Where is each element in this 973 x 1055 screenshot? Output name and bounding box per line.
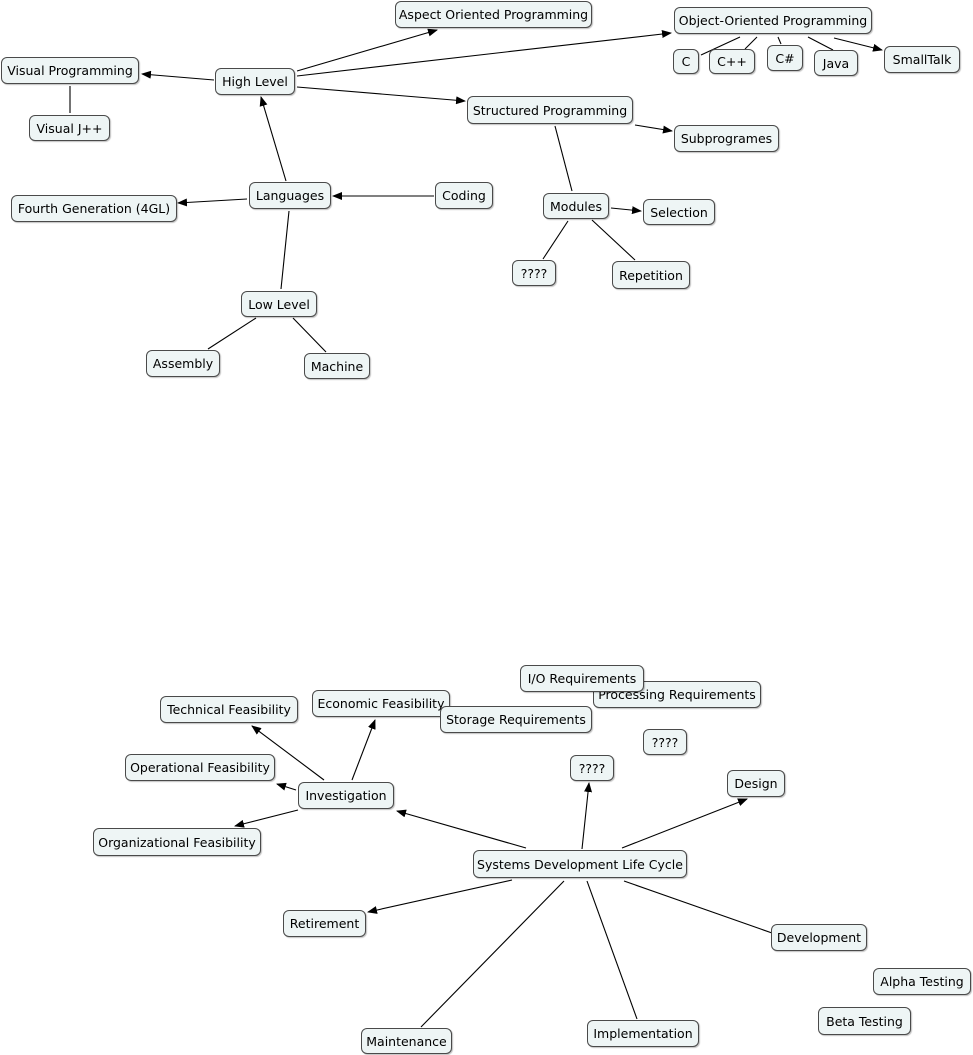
node-subprogrames[interactable]: Subprogrames [674, 125, 779, 152]
edge-sdlc-to-implementation [586, 880, 638, 1020]
edge-investigation-to-technical [251, 725, 325, 781]
node-object-oriented-programming[interactable]: Object-Oriented Programming [674, 7, 872, 34]
edge-lowlevel-to-assembly [207, 317, 257, 350]
node-coding[interactable]: Coding [435, 182, 493, 209]
node-fourth-generation-4gl[interactable]: Fourth Generation (4GL) [11, 195, 177, 222]
node-technical-feasibility[interactable]: Technical Feasibility [160, 696, 298, 723]
node-repetition[interactable]: Repetition [612, 261, 690, 289]
node-beta-testing[interactable]: Beta Testing [818, 1007, 911, 1035]
node-unknown-design-a[interactable]: ???? [643, 729, 687, 755]
node-c-plus-plus[interactable]: C++ [709, 49, 755, 74]
edge-oop-to-java [807, 36, 834, 51]
node-selection[interactable]: Selection [643, 199, 715, 225]
node-development[interactable]: Development [771, 924, 867, 951]
node-io-requirements[interactable]: I/O Requirements [520, 665, 644, 692]
node-storage-requirements[interactable]: Storage Requirements [440, 706, 592, 733]
node-languages[interactable]: Languages [249, 182, 331, 209]
edge-sdlc-to-investigation [396, 809, 527, 849]
node-visual-programming[interactable]: Visual Programming [1, 57, 139, 84]
edge-modules-to-unknown [542, 220, 569, 260]
node-unknown-design-b[interactable]: ???? [570, 755, 614, 781]
edge-sdlc-to-development [623, 880, 773, 934]
node-visual-j-plus-plus[interactable]: Visual J++ [29, 115, 110, 141]
node-high-level[interactable]: High Level [215, 68, 295, 95]
edge-oop-to-c [700, 36, 741, 56]
node-smalltalk[interactable]: SmallTalk [884, 46, 960, 73]
node-organizational-feasibility[interactable]: Organizational Feasibility [93, 828, 261, 856]
edge-languages-to-4gl [177, 198, 248, 207]
edge-sdlc-to-retirement [367, 879, 513, 914]
node-investigation[interactable]: Investigation [298, 782, 394, 809]
edge-sdlc-to-unknown [581, 782, 593, 850]
edge-highlevel-to-oop [296, 30, 672, 77]
node-economic-feasibility[interactable]: Economic Feasibility [312, 690, 450, 717]
edge-highlevel-to-visual [141, 70, 215, 81]
edge-modules-to-selection [610, 206, 642, 215]
edge-oop-to-csharp [777, 36, 782, 45]
node-c[interactable]: C [673, 49, 699, 74]
node-retirement[interactable]: Retirement [283, 910, 366, 937]
node-low-level[interactable]: Low Level [241, 291, 317, 317]
edge-oop-to-smalltalk [833, 37, 883, 52]
node-java[interactable]: Java [814, 50, 858, 76]
edge-modules-to-repetition [591, 219, 636, 261]
node-systems-development-life-cycle[interactable]: Systems Development Life Cycle [473, 850, 687, 878]
edge-languages-to-highlevel [259, 96, 287, 182]
edge-sdlc-to-maintenance [420, 880, 565, 1028]
node-machine[interactable]: Machine [304, 353, 370, 379]
edge-investigation-to-economic [351, 719, 376, 781]
node-aspect-oriented-programming[interactable]: Aspect Oriented Programming [395, 1, 592, 28]
node-operational-feasibility[interactable]: Operational Feasibility [125, 754, 275, 781]
node-unknown-modules-child[interactable]: ???? [512, 260, 556, 286]
node-assembly[interactable]: Assembly [146, 350, 220, 377]
edge-sdlc-to-design [621, 798, 748, 849]
edge-investigation-to-organizational [234, 809, 299, 828]
edge-structured-to-modules [554, 125, 573, 192]
node-maintenance[interactable]: Maintenance [361, 1028, 452, 1054]
edge-lowlevel-to-machine [292, 317, 327, 353]
edge-oop-to-cpp [744, 36, 758, 50]
edge-languages-to-lowlevel [280, 210, 290, 290]
node-design[interactable]: Design [727, 770, 785, 797]
edge-investigation-to-operational [276, 782, 297, 791]
edge-structured-to-subprogrames [634, 124, 673, 134]
node-structured-programming[interactable]: Structured Programming [467, 96, 633, 124]
edge-highlevel-to-structured [296, 86, 466, 105]
node-c-sharp[interactable]: C# [767, 45, 803, 71]
edge-highlevel-to-aspect [296, 28, 438, 72]
node-implementation[interactable]: Implementation [587, 1020, 699, 1047]
node-modules[interactable]: Modules [543, 193, 609, 219]
node-alpha-testing[interactable]: Alpha Testing [873, 968, 971, 995]
